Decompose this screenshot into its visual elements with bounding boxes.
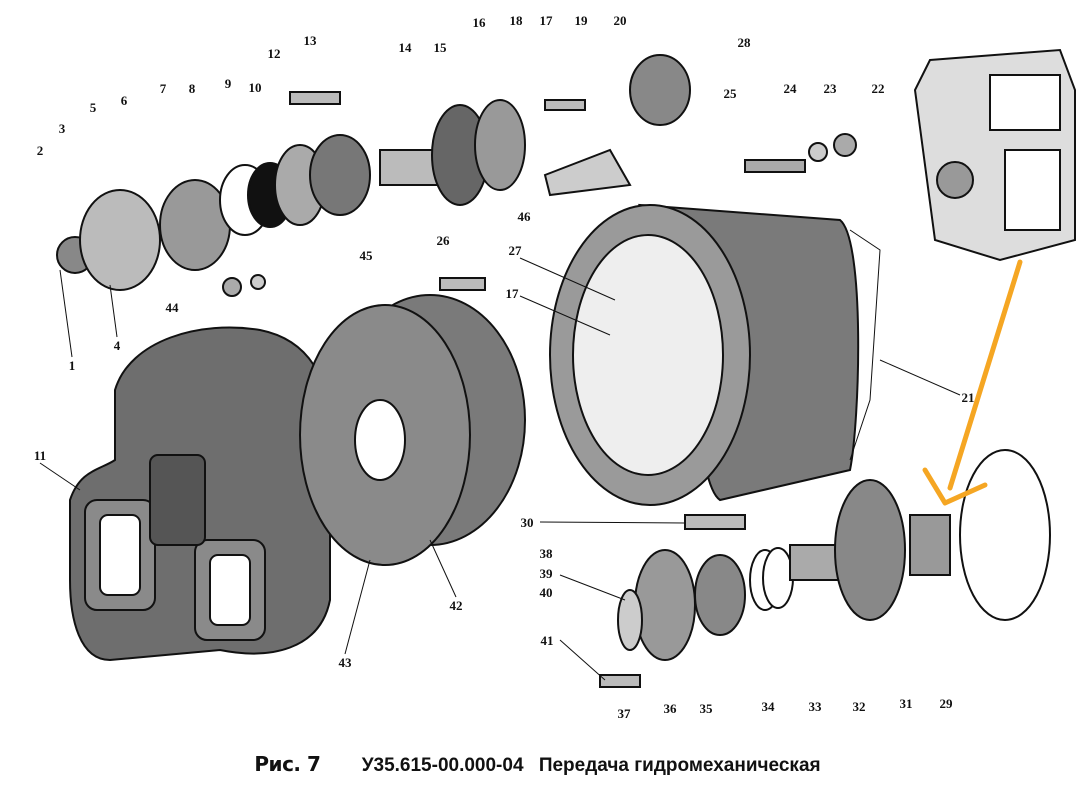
label-24: 24 — [784, 81, 798, 96]
label-28: 28 — [738, 35, 752, 50]
label-25: 25 — [724, 86, 738, 101]
figure-title: Передача гидромеханическая — [538, 755, 821, 776]
label-9: 9 — [225, 76, 232, 91]
label-21: 21 — [962, 390, 975, 405]
part-labels: 1 2 3 4 5 6 7 8 9 10 11 12 13 14 15 16 1… — [34, 13, 975, 721]
part-housing-11 — [69, 326, 331, 662]
label-22: 22 — [872, 81, 885, 96]
part-bell-housing-25 — [549, 203, 881, 506]
label-41: 41 — [541, 633, 554, 648]
label-15: 15 — [434, 40, 448, 55]
label-45: 45 — [360, 248, 374, 263]
label-23: 23 — [824, 81, 838, 96]
part-shaft-assembly — [599, 449, 1051, 688]
label-2: 2 — [37, 143, 44, 158]
label-39: 39 — [540, 566, 554, 581]
label-27: 27 — [509, 243, 523, 258]
part-torque-converter-42 — [299, 294, 526, 566]
label-11: 11 — [34, 448, 46, 463]
label-13: 13 — [304, 33, 318, 48]
label-35: 35 — [700, 701, 714, 716]
label-4: 4 — [114, 338, 121, 353]
label-14: 14 — [399, 40, 413, 55]
label-43: 43 — [339, 655, 353, 670]
label-18: 18 — [510, 13, 524, 28]
label-12: 12 — [268, 46, 281, 61]
figure-number: Рис. 7 — [254, 752, 321, 776]
label-37: 37 — [618, 706, 632, 721]
label-3: 3 — [59, 121, 66, 136]
label-29: 29 — [940, 696, 954, 711]
label-36: 36 — [664, 701, 678, 716]
label-31: 31 — [900, 696, 913, 711]
label-7: 7 — [160, 81, 167, 96]
label-5: 5 — [90, 100, 97, 115]
label-40: 40 — [540, 585, 553, 600]
part-gearbox — [913, 48, 1076, 262]
label-42: 42 — [450, 598, 463, 613]
leader-lines — [39, 257, 961, 681]
label-17: 17 — [540, 13, 554, 28]
part-top-small-parts — [56, 54, 857, 297]
annotation-arrow — [922, 259, 1023, 506]
label-32: 32 — [853, 699, 866, 714]
label-46: 46 — [518, 209, 532, 224]
label-34: 34 — [762, 699, 776, 714]
label-10: 10 — [249, 80, 262, 95]
label-30: 30 — [521, 515, 534, 530]
label-44: 44 — [166, 300, 180, 315]
label-20: 20 — [614, 13, 627, 28]
figure-caption: Рис. 7 У35.615-00.000-04 Передача гидром… — [0, 752, 1085, 777]
label-38: 38 — [540, 546, 554, 561]
label-33: 33 — [809, 699, 823, 714]
label-1: 1 — [69, 358, 76, 373]
label-17-second: 17 — [506, 286, 520, 301]
drawing-code: У35.615-00.000-04 — [361, 755, 524, 776]
label-16: 16 — [473, 15, 487, 30]
label-19: 19 — [575, 13, 589, 28]
label-26: 26 — [437, 233, 451, 248]
label-6: 6 — [121, 93, 128, 108]
label-8: 8 — [189, 81, 196, 96]
